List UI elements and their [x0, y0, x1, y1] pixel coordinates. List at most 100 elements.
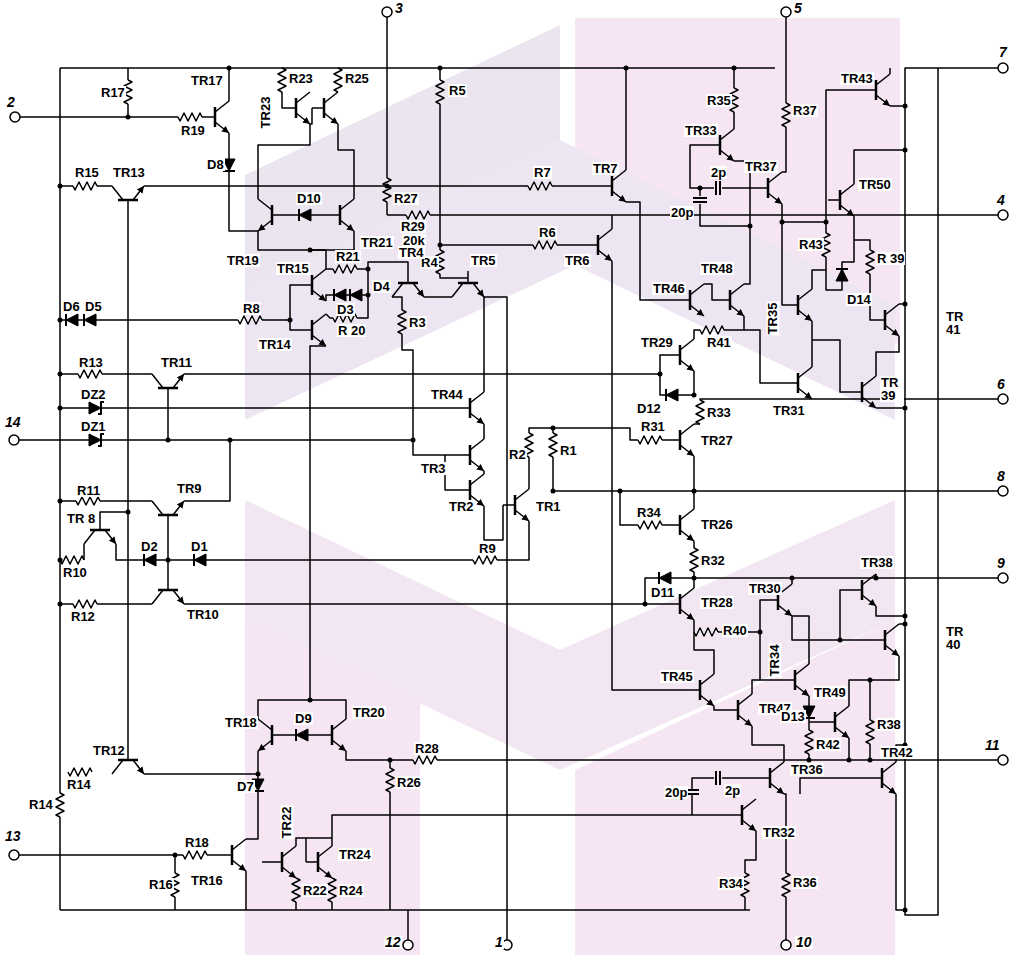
diode-bar	[298, 209, 300, 221]
base-lead	[306, 861, 318, 863]
transistor-symbol	[786, 289, 812, 321]
resistor-symbol	[328, 878, 336, 902]
part-label: R18	[184, 836, 210, 849]
collector-lead	[862, 376, 876, 387]
emitter-lead	[862, 595, 876, 606]
wire	[407, 910, 409, 940]
junction-dot	[658, 372, 663, 377]
capacitor-symbol	[716, 181, 720, 195]
pin-number: 1	[494, 936, 504, 949]
part-label: R1	[559, 444, 578, 457]
part-label: D14	[846, 293, 872, 306]
diode-bar	[836, 268, 848, 270]
part-label: TR16	[190, 874, 224, 887]
base-bar	[861, 382, 864, 402]
watermark-shape	[245, 620, 420, 955]
part-label: TR 39	[880, 376, 904, 402]
diode-symbol	[84, 314, 96, 326]
base-bar	[794, 670, 797, 690]
collector-lead	[232, 839, 246, 850]
wire	[282, 92, 284, 108]
wire	[311, 214, 328, 216]
base-bar	[884, 310, 887, 330]
junction-dot	[780, 220, 785, 225]
wire	[156, 559, 194, 561]
pin-terminal	[9, 435, 19, 445]
wire	[305, 838, 307, 862]
base-lead	[167, 388, 169, 400]
diode-bar	[295, 729, 297, 741]
base-bar	[231, 845, 234, 865]
collector-lead	[690, 284, 704, 295]
wire	[722, 187, 756, 189]
junction-dot	[438, 66, 443, 71]
part-label: TR50	[858, 178, 892, 191]
transistor-symbol	[312, 92, 338, 124]
wire	[389, 792, 391, 910]
collector-lead	[470, 392, 484, 403]
transistor-symbol	[392, 271, 424, 297]
wire	[386, 202, 388, 215]
part-label: D13	[780, 710, 806, 723]
part-label: R40	[722, 624, 748, 637]
base-lead	[272, 734, 284, 736]
wire	[678, 371, 694, 395]
junction-dot	[166, 558, 171, 563]
collector-lead	[112, 186, 123, 200]
part-label: R27	[393, 192, 419, 205]
junction-dot	[903, 622, 908, 627]
transistor-symbol	[152, 501, 184, 527]
resistor-symbol	[528, 182, 552, 190]
junction-dot	[58, 602, 63, 607]
emitter-lead	[885, 325, 899, 336]
junction-dot	[903, 614, 908, 619]
transistor-symbol	[873, 304, 899, 336]
junction-dot	[868, 758, 873, 763]
part-label: R16	[148, 878, 174, 891]
part-label: 20p	[670, 206, 694, 219]
collector-lead	[470, 439, 484, 450]
base-bar	[699, 680, 702, 700]
pin-terminal	[998, 486, 1008, 496]
wire	[368, 262, 408, 271]
wire	[528, 457, 530, 489]
emitter-lead	[173, 501, 184, 515]
junction-dot	[903, 148, 908, 153]
wire	[700, 204, 750, 226]
part-label: TR33	[684, 124, 718, 137]
wire	[612, 261, 688, 690]
emitter-lead	[612, 191, 626, 202]
emitter-lead	[312, 335, 326, 346]
wire	[245, 871, 247, 910]
junction-dot	[227, 66, 232, 71]
emitter-lead	[515, 510, 529, 521]
base-lead	[668, 354, 680, 356]
pin-number: 7	[998, 46, 1008, 59]
base-lead	[823, 721, 835, 723]
base-lead	[783, 679, 795, 681]
base-bar	[884, 630, 887, 650]
base-lead	[220, 854, 232, 856]
part-label: TR21	[360, 236, 394, 249]
part-label: D6	[62, 300, 81, 313]
junction-dot	[58, 499, 63, 504]
junction-dot	[903, 302, 908, 307]
emitter-lead	[258, 220, 272, 231]
part-label: TR36	[790, 763, 824, 776]
wire	[262, 285, 300, 320]
wire	[483, 297, 485, 392]
wire	[184, 355, 668, 374]
transistor-symbol	[756, 172, 782, 204]
pin-number: 4	[996, 194, 1006, 207]
wire	[800, 778, 870, 794]
junction-dot	[308, 698, 313, 703]
junction-dot	[624, 66, 629, 71]
wire	[876, 606, 905, 616]
junction-dots	[58, 66, 908, 913]
diode-triangle	[836, 269, 848, 281]
wire	[896, 794, 905, 910]
collector-lead	[882, 762, 896, 773]
resistor-symbol	[473, 556, 497, 564]
part-label: TR5	[470, 254, 497, 267]
collector-lead	[515, 489, 529, 500]
